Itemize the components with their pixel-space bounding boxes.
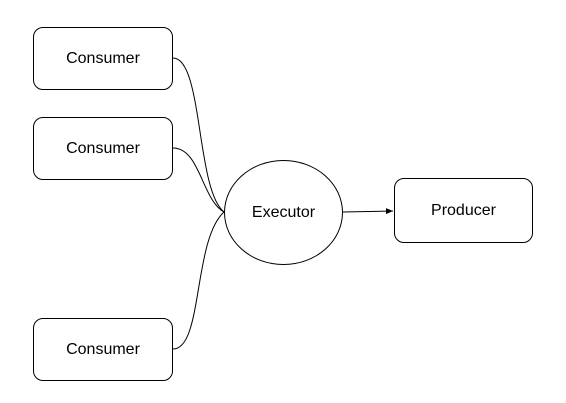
consumer-node-3: Consumer [33, 318, 173, 381]
producer-node: Producer [394, 178, 533, 243]
producer-node-label: Producer [431, 201, 496, 219]
edge-consumer-2-to-executor [172, 147, 225, 213]
edge-consumer-1-to-executor [172, 57, 225, 213]
consumer-node-2: Consumer [33, 117, 173, 180]
consumer-node-3-label: Consumer [66, 340, 140, 358]
consumer-node-1: Consumer [33, 27, 173, 90]
consumer-node-1-label: Consumer [66, 49, 140, 67]
edge-executor-to-producer [342, 208, 394, 215]
executor-node-label: Executor [251, 203, 316, 221]
consumer-node-2-label: Consumer [66, 139, 140, 157]
edge-consumer-3-to-executor [172, 211, 225, 350]
executor-node: Executor [224, 160, 343, 265]
